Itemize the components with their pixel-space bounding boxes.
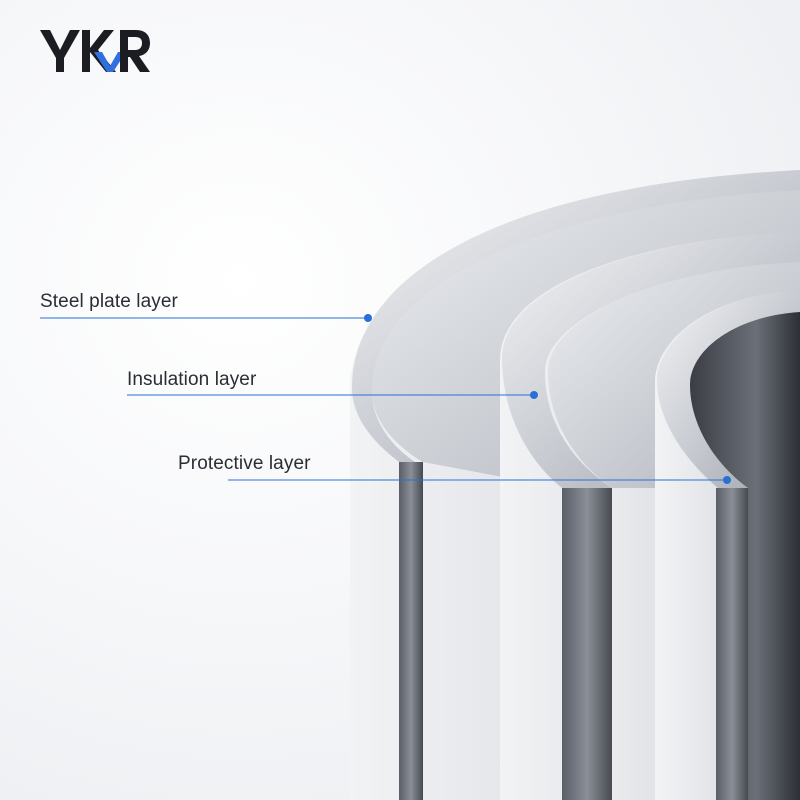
middle-ring-top-face (502, 232, 800, 488)
middle-cut-face (562, 488, 612, 800)
steel-plate-marker-dot (364, 314, 372, 322)
brand-logo (40, 30, 150, 72)
insulation-top-face (372, 190, 800, 488)
insulation-layer-label: Insulation layer (127, 369, 257, 390)
inner-cut-face (716, 488, 748, 800)
steel-plate-top-face (352, 170, 800, 462)
pipe-hollow-interior (690, 312, 800, 800)
protective-ring-top-face (548, 262, 800, 488)
steel-plate-layer-label: Steel plate layer (40, 291, 178, 312)
protective-marker-dot (723, 476, 731, 484)
insulation-cut-face (399, 462, 423, 800)
insulation-marker-dot (530, 391, 538, 399)
protective-layer-label: Protective layer (178, 453, 311, 474)
inner-liner-top-face (657, 290, 800, 488)
